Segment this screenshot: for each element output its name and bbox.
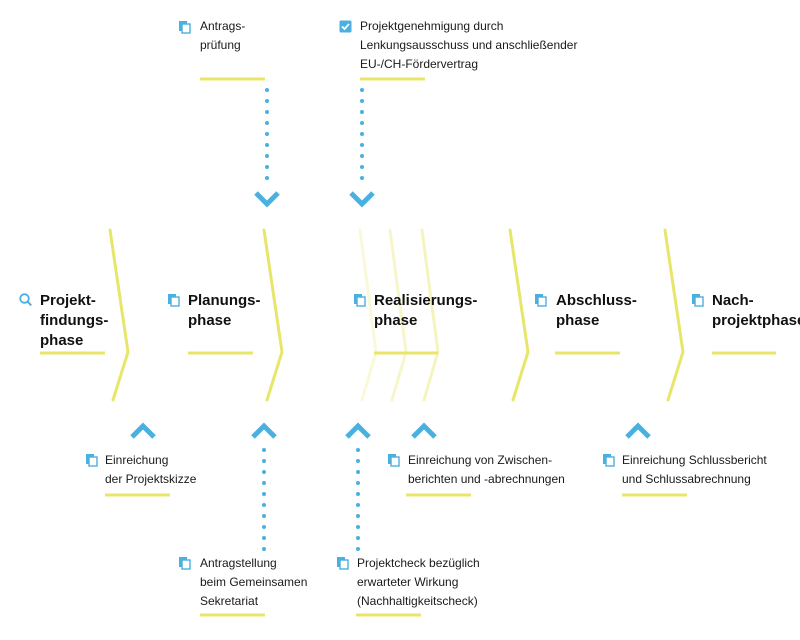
chevron-down-icon [349, 191, 375, 208]
chevron-markers [130, 191, 651, 439]
document-icon [168, 294, 180, 307]
phase-projektfindung: Projekt- findungs- phase [40, 292, 109, 349]
document-icon [535, 294, 547, 307]
milestone-antragspruefung: Antrags- prüfung [200, 19, 246, 52]
milestone-zwischenberichte: Einreichung von Zwischen- berichten und … [408, 453, 565, 486]
separator-4 [508, 228, 530, 402]
separator-1 [108, 228, 130, 402]
milestone-projektcheck: Projektcheck bezüglich erwarteter Wirkun… [357, 556, 480, 608]
document-icon [179, 21, 191, 34]
separator-5 [663, 228, 685, 402]
phase-separators [108, 228, 685, 402]
phase-planung: Planungs- phase [188, 292, 261, 329]
chevron-up-icon [625, 422, 651, 439]
milestone-projektgenehmigung: Projektgenehmigung durch Lenkungsausschu… [360, 19, 578, 71]
phase-abschluss: Abschluss- phase [556, 292, 637, 329]
dotted-connectors [262, 88, 364, 552]
milestone-underlines [105, 77, 687, 617]
checkbox-icon [339, 20, 352, 33]
document-icon [388, 454, 400, 467]
document-icon [354, 294, 366, 307]
chevron-up-icon [130, 422, 156, 439]
document-icon [179, 557, 191, 570]
document-icon [337, 557, 349, 570]
milestone-antragstellung: Antragstellung beim Gemeinsamen Sekretar… [200, 556, 308, 608]
separator-2 [262, 228, 284, 402]
milestone-schlussbericht: Einreichung Schlussbericht und Schlussab… [622, 453, 767, 486]
document-icon [86, 454, 98, 467]
chevron-up-icon [411, 422, 437, 439]
search-icon [19, 293, 32, 307]
chevron-up-icon [251, 422, 277, 439]
document-icon [603, 454, 615, 467]
milestone-projektskizze: Einreichung der Projektskizze [105, 453, 197, 486]
phase-nachprojekt: Nach- projektphase [712, 292, 800, 329]
chevron-down-icon [254, 191, 280, 208]
phase-realisierung: Realisierungs- phase [374, 292, 478, 329]
document-icon [692, 294, 704, 307]
chevron-up-icon [345, 422, 371, 439]
